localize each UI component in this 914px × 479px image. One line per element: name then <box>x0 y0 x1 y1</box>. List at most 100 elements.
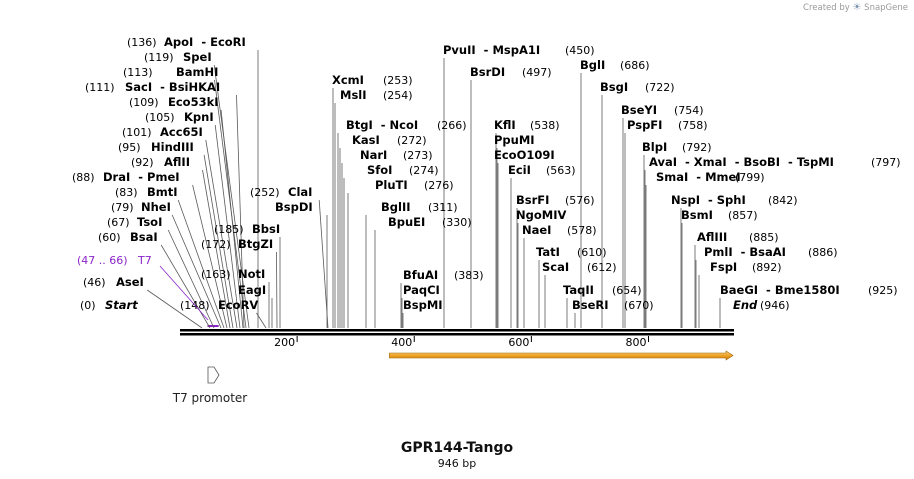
restriction-site[interactable]: BlpI (792) <box>642 140 712 154</box>
t7-feature-label[interactable]: (47 .. 66) T7 <box>77 254 152 267</box>
site-position: (497) <box>522 66 552 79</box>
restriction-site[interactable]: EcoRV(148) <box>180 298 258 312</box>
restriction-site[interactable]: BtgZI(172) <box>201 237 273 251</box>
restriction-site[interactable]: ApoI - EcoRI(136) <box>127 35 246 49</box>
restriction-site[interactable]: BsrFI(576) <box>516 193 595 207</box>
watermark-created-by: Created by <box>803 3 850 13</box>
restriction-site[interactable]: FspI(892) <box>710 260 782 274</box>
site-leader-line <box>205 139 238 329</box>
site-position: (799) <box>735 171 765 184</box>
restriction-site[interactable]: BbsI(185) <box>214 222 280 236</box>
restriction-site[interactable]: NaeI(578) <box>522 223 597 237</box>
restriction-site[interactable]: KpnI(105) <box>145 110 214 124</box>
site-position: (892) <box>752 261 782 274</box>
restriction-site[interactable]: BfuAI(383) <box>403 268 484 282</box>
site-leader-line <box>167 229 215 329</box>
site-name: BspMI <box>403 298 443 312</box>
restriction-site[interactable]: BsgI(722) <box>600 80 675 94</box>
restriction-site[interactable]: KflI(538) <box>494 118 560 132</box>
restriction-site[interactable]: HindIII(95) <box>118 140 194 154</box>
site-position: (67) <box>107 216 130 229</box>
restriction-site[interactable]: SmaI - MmeI(799) <box>656 170 765 184</box>
restriction-site[interactable]: EcoO109I <box>494 148 555 162</box>
restriction-site[interactable]: DraI - PmeI(88) <box>72 170 180 184</box>
restriction-site[interactable]: NotI(163) <box>201 267 265 281</box>
restriction-site[interactable]: BaeGI - Bme1580I(925) <box>720 283 898 297</box>
restriction-site[interactable]: Eco53kI(109) <box>129 95 219 109</box>
restriction-site[interactable]: BsmI(857) <box>681 208 758 222</box>
restriction-site[interactable]: KasI(272) <box>352 133 427 147</box>
t7-name: T7 <box>137 254 152 267</box>
restriction-site[interactable]: TaqII(654) <box>563 283 642 297</box>
restriction-site[interactable]: ScaI(612) <box>542 260 617 274</box>
site-position: (254) <box>383 89 413 102</box>
restriction-site[interactable]: NheI(79) <box>111 200 171 214</box>
restriction-site[interactable]: MslI (254) <box>340 88 413 102</box>
site-name: AflIII <box>697 230 727 244</box>
restriction-site[interactable]: SpeI(119) <box>144 50 212 64</box>
restriction-site[interactable]: BglII(311) <box>381 200 458 214</box>
site-position: (83) <box>115 186 138 199</box>
site-name: HindIII <box>151 140 194 154</box>
site-name: MslI <box>340 88 367 102</box>
restriction-site[interactable]: PmlI - BsaAI (886) <box>704 245 838 259</box>
site-leader-line <box>213 64 250 329</box>
restriction-site[interactable]: Start(0) <box>80 298 138 312</box>
site-position: (563) <box>546 164 576 177</box>
restriction-site[interactable]: BspDI <box>275 200 313 214</box>
restriction-site[interactable]: AflIII(885) <box>697 230 779 244</box>
orf-arrow[interactable] <box>389 350 734 361</box>
site-position: (886) <box>808 246 838 259</box>
restriction-site[interactable]: AseI(46) <box>83 275 144 289</box>
site-name: EciI <box>508 163 531 177</box>
restriction-site[interactable]: Acc65I(101) <box>122 125 203 139</box>
backbone-top-strand <box>180 329 734 332</box>
restriction-site[interactable]: XcmI(253) <box>332 73 413 87</box>
restriction-site[interactable]: PpuMI <box>494 133 535 147</box>
site-position: (92) <box>131 156 154 169</box>
restriction-site[interactable]: BglI(686) <box>580 58 650 72</box>
restriction-site[interactable]: NarI(273) <box>360 148 433 162</box>
restriction-site[interactable]: EciI (563) <box>508 163 576 177</box>
restriction-site[interactable]: BsaI(60) <box>98 230 158 244</box>
restriction-site[interactable]: EagI <box>238 283 266 297</box>
site-leader-line <box>203 154 234 329</box>
restriction-site[interactable]: BtgI - NcoI(266) <box>346 118 467 132</box>
site-name: BmtI <box>147 185 178 199</box>
restriction-site[interactable]: PluTI(276) <box>375 178 454 192</box>
restriction-site[interactable]: BspMI <box>403 298 443 312</box>
site-position: (252) <box>250 186 280 199</box>
site-name: BlpI <box>642 140 667 154</box>
restriction-site[interactable]: AflII(92) <box>131 155 190 169</box>
site-name: ScaI <box>542 260 569 274</box>
restriction-site[interactable]: BamHI(113) <box>123 65 218 79</box>
restriction-site[interactable]: SfoI(274) <box>367 163 439 177</box>
restriction-site[interactable]: PaqCI <box>403 283 440 297</box>
restriction-site[interactable]: PspFI(758) <box>627 118 708 132</box>
restriction-site[interactable]: BseYI(754) <box>621 103 704 117</box>
restriction-site[interactable]: ClaI(252) <box>250 185 312 199</box>
restriction-site[interactable]: End(946) <box>733 298 790 312</box>
restriction-site[interactable]: BpuEI(330) <box>388 215 472 229</box>
restriction-site[interactable]: BsrDI(497) <box>470 65 552 79</box>
restriction-site[interactable]: NgoMIV <box>516 208 566 222</box>
site-name: BglII <box>381 200 411 214</box>
site-name: BsrFI <box>516 193 549 207</box>
ruler-tick-label: 600 <box>508 336 529 349</box>
restriction-site[interactable]: BmtI (83) <box>115 185 178 199</box>
restriction-site[interactable]: AvaI - XmaI - BsoBI - TspMI(797) <box>649 155 901 169</box>
site-position: (538) <box>530 119 560 132</box>
site-position: (857) <box>728 209 758 222</box>
restriction-site[interactable]: NspI - SphI(842) <box>671 193 798 207</box>
site-position: (792) <box>682 141 712 154</box>
site-position: (119) <box>144 51 174 64</box>
restriction-site[interactable]: TsoI(67) <box>107 215 162 229</box>
site-leader-line <box>236 94 245 329</box>
site-position: (686) <box>620 59 650 72</box>
restriction-site[interactable]: BseRI(670) <box>572 298 654 312</box>
site-name: PmlI - BsaAI <box>704 245 786 259</box>
t7-promoter[interactable]: T7 promoter <box>172 366 248 405</box>
restriction-site[interactable]: SacI - BsiHKAI(111) <box>85 80 220 94</box>
restriction-site[interactable]: TatI(610) <box>536 245 607 259</box>
restriction-site[interactable]: PvuII - MspA1I(450) <box>443 43 595 57</box>
